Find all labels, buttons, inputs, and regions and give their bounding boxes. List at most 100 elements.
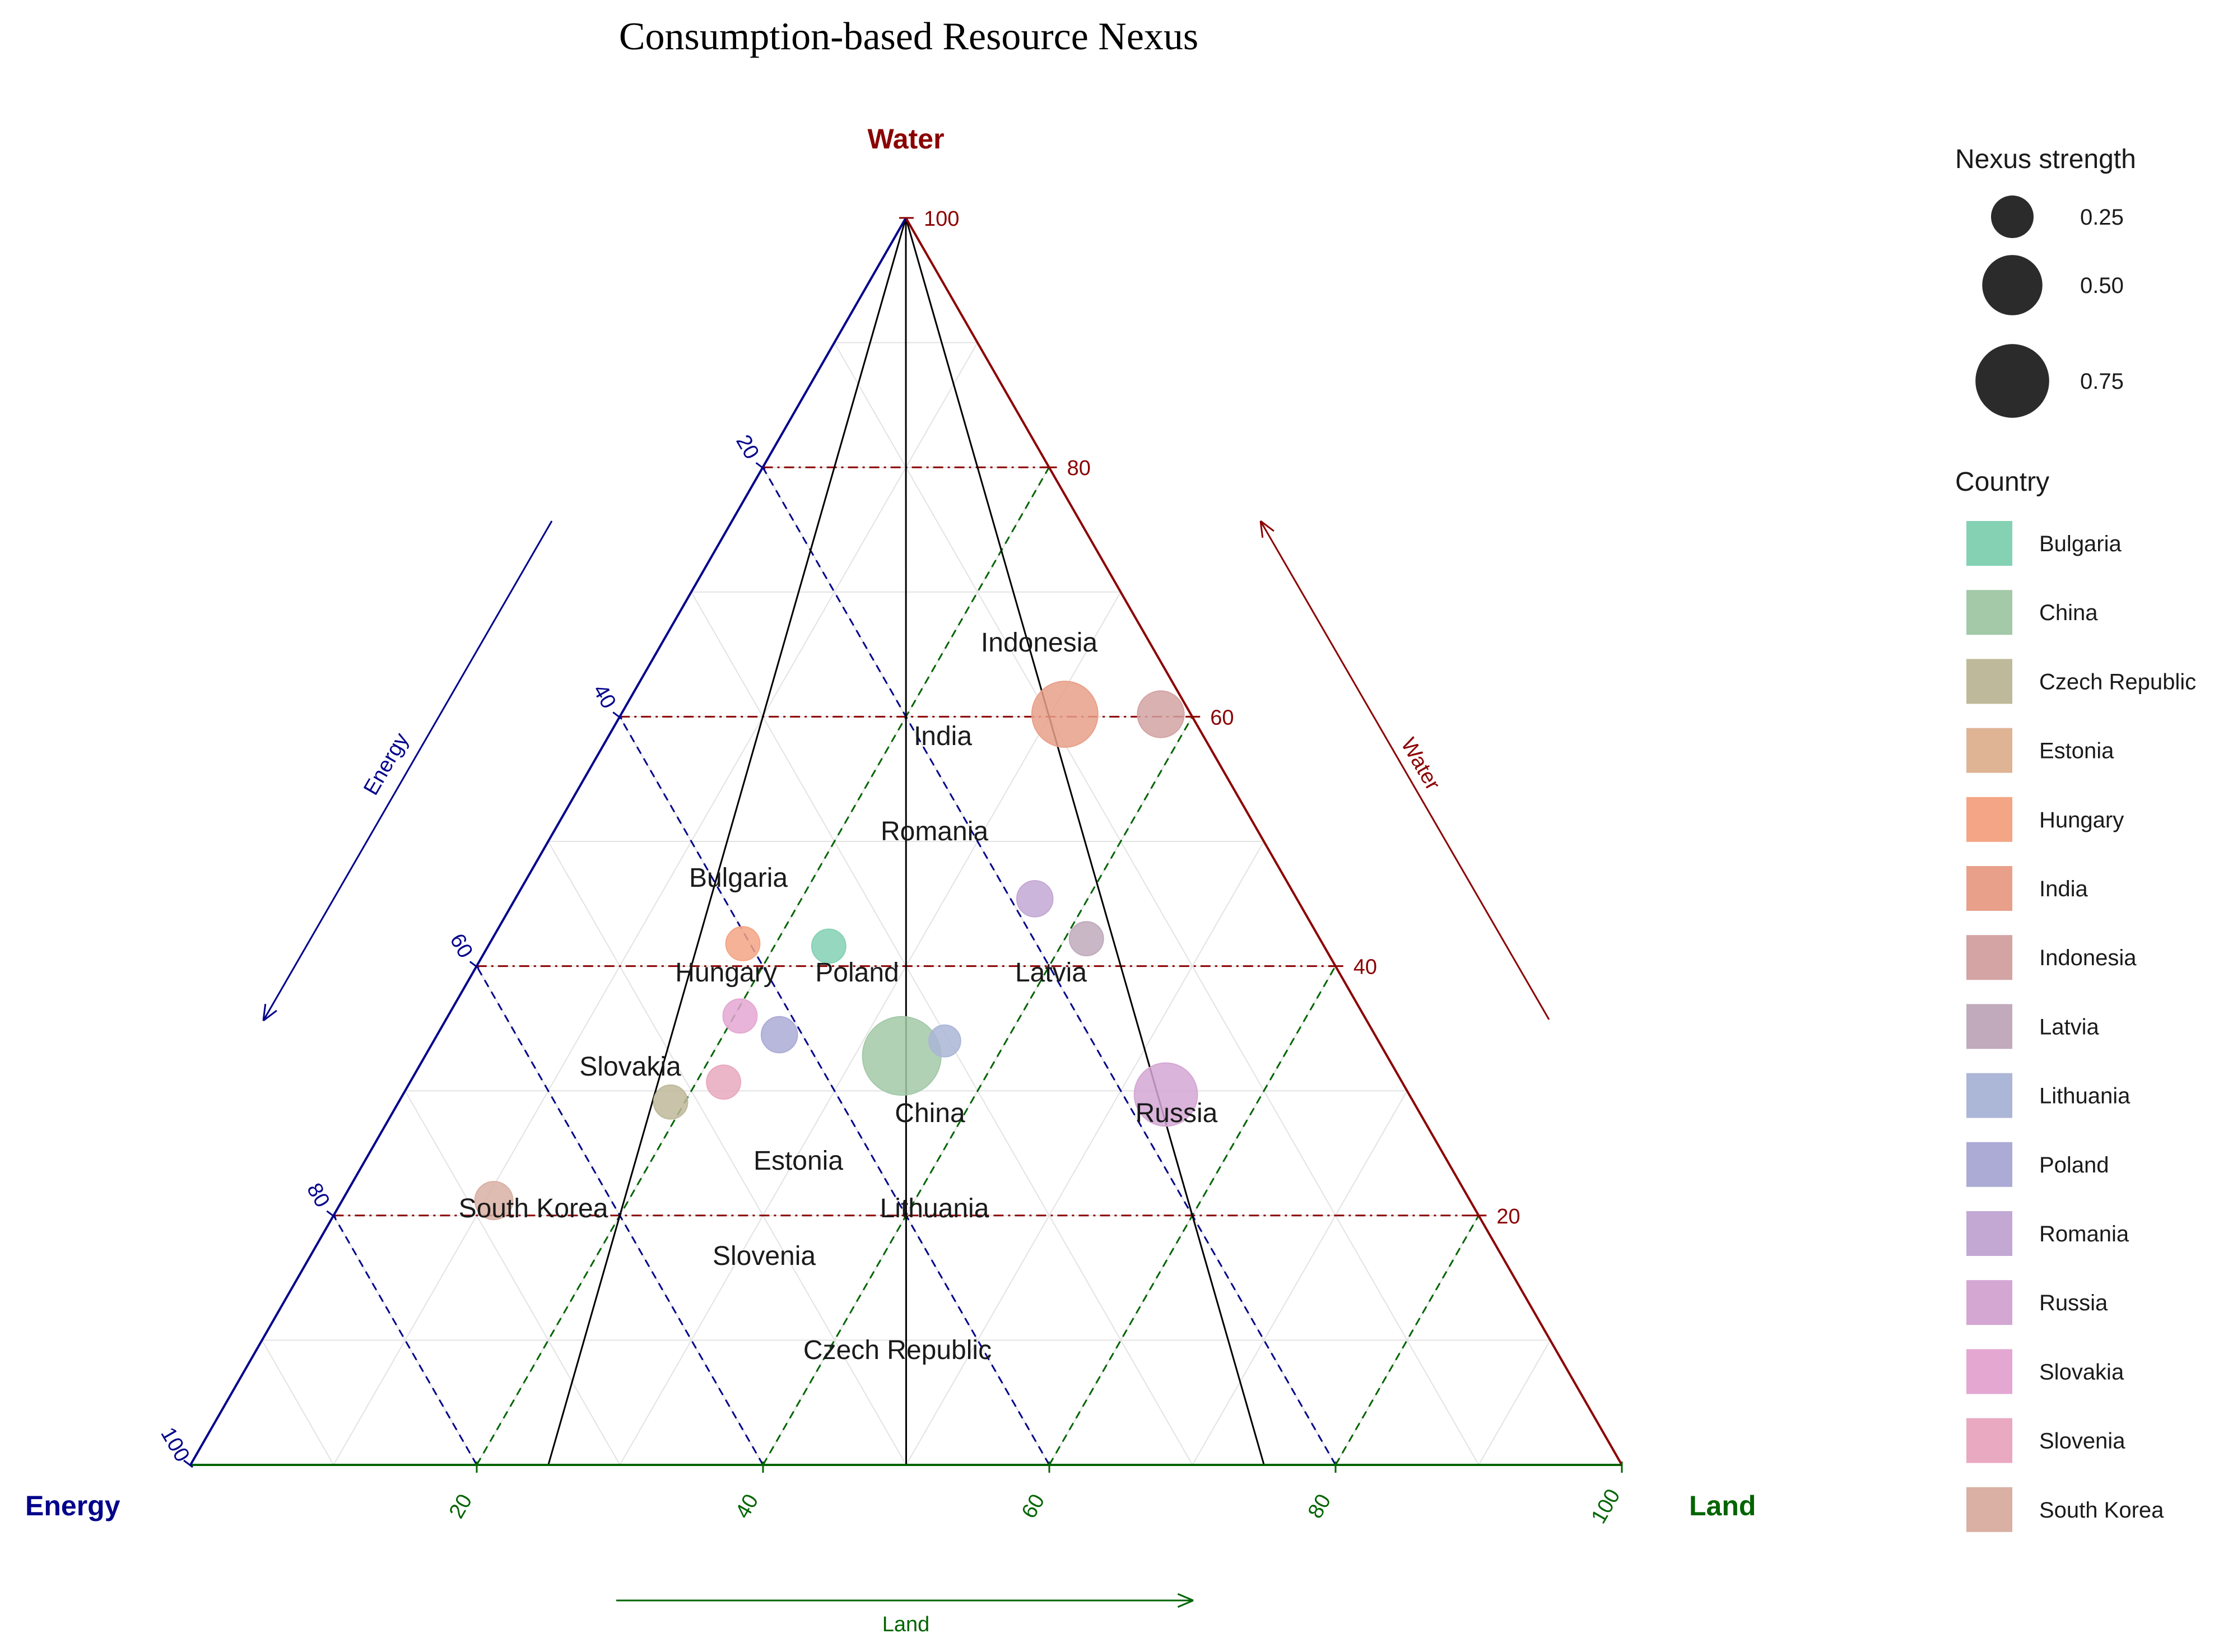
country-label-hungary: Hungary: [675, 958, 776, 988]
legend-swatch-china: [1966, 590, 2012, 635]
water-axis-edge: [905, 217, 1623, 1465]
grid-layer: [261, 217, 1551, 1465]
legend-swatch-slovenia: [1966, 1418, 2012, 1463]
energy-ref-line: [762, 467, 1337, 1465]
legend: Nexus strength0.250.500.75CountryBulgari…: [1955, 145, 2196, 1532]
water-direction-arrow: [1259, 520, 1550, 1020]
legend-label-india: India: [2039, 877, 2088, 901]
legend-swatch-south-korea: [1966, 1487, 2012, 1532]
legend-swatch-india: [1966, 866, 2012, 911]
chart-title: Consumption-based Resource Nexus: [619, 15, 1198, 58]
energy-tick: [183, 1459, 193, 1468]
country-label-estonia: Estonia: [753, 1146, 843, 1176]
apex-ray-line: [905, 217, 1265, 1465]
land-ref-line: [476, 467, 1050, 1465]
data-point-south-korea: [474, 1181, 514, 1221]
energy-direction-arrow: [262, 520, 553, 1022]
data-point-czech-republic: [653, 1084, 689, 1120]
data-point-slovenia: [706, 1064, 741, 1100]
country-label-poland: Poland: [815, 958, 899, 988]
water-tick-label: 100: [924, 207, 959, 231]
data-point-romania: [1016, 880, 1054, 918]
legend-color-title: Country: [1955, 467, 2049, 497]
energy-direction-arrow-head: [263, 1009, 277, 1022]
land-corner-label: Land: [1689, 1490, 1756, 1521]
land-ref-line: [762, 716, 1193, 1465]
legend-size-marker: [1975, 344, 2049, 418]
water-direction-arrow-head: [1259, 520, 1264, 538]
legend-size-marker: [1991, 196, 2034, 238]
country-label-south-korea: South Korea: [459, 1194, 608, 1223]
land-ref-line: [1334, 1215, 1480, 1465]
legend-label-china: China: [2039, 601, 2098, 625]
energy-tick: [469, 961, 480, 969]
grid-line: [333, 342, 978, 1465]
legend-size-marker: [1982, 255, 2043, 315]
legend-label-czech-republic: Czech Republic: [2039, 669, 2196, 694]
legend-label-poland: Poland: [2039, 1153, 2109, 1178]
legend-swatch-lithuania: [1966, 1073, 2012, 1118]
country-label-romania: Romania: [881, 817, 988, 846]
country-label-latvia: Latvia: [1015, 958, 1087, 988]
energy-tick: [755, 462, 766, 471]
legend-swatch-romania: [1966, 1211, 2012, 1256]
legend-size-label: 0.50: [2080, 273, 2124, 298]
energy-corner-label: Energy: [25, 1490, 120, 1521]
water-tick-label: 60: [1210, 706, 1234, 729]
energy-ref-line: [333, 1215, 478, 1465]
legend-swatch-hungary: [1966, 797, 2012, 842]
water-tick-label: 40: [1353, 956, 1377, 979]
legend-label-south-korea: South Korea: [2039, 1498, 2164, 1523]
energy-direction-arrow-head: [262, 1004, 267, 1021]
grid-line: [834, 342, 1480, 1465]
country-label-china: China: [895, 1099, 965, 1128]
country-label-bulgaria: Bulgaria: [689, 863, 788, 893]
legend-swatch-czech-republic: [1966, 659, 2012, 704]
grid-line: [1192, 1090, 1408, 1465]
legend-swatch-estonia: [1966, 728, 2012, 773]
legend-label-romania: Romania: [2039, 1222, 2129, 1246]
apex-ray-line: [547, 217, 907, 1465]
data-point-lithuania: [928, 1024, 961, 1058]
country-label-russia: Russia: [1136, 1099, 1218, 1128]
legend-swatch-indonesia: [1966, 935, 2012, 980]
land-direction-arrow: [616, 1593, 1194, 1608]
legend-label-russia: Russia: [2039, 1291, 2108, 1315]
country-label-lithuania: Lithuania: [880, 1194, 989, 1223]
country-label-india: India: [914, 722, 972, 751]
points-layer: [474, 681, 1198, 1221]
data-point-bulgaria: [811, 928, 846, 964]
data-point-hungary: [725, 926, 761, 961]
grid-line: [261, 1339, 334, 1465]
water-direction-arrow-shaft: [1259, 520, 1550, 1020]
water-tick-label: 20: [1496, 1205, 1520, 1228]
legend-label-indonesia: Indonesia: [2039, 946, 2137, 970]
data-point-russia: [1133, 1062, 1198, 1127]
country-label-slovenia: Slovenia: [713, 1241, 816, 1271]
grid-line: [1478, 1339, 1551, 1465]
energy-tick: [612, 711, 623, 720]
legend-swatch-bulgaria: [1966, 521, 2012, 566]
energy-direction-arrow-shaft: [262, 520, 553, 1021]
country-label-slovakia: Slovakia: [579, 1052, 681, 1082]
legend-size-label: 0.25: [2080, 205, 2124, 230]
data-point-poland: [760, 1016, 798, 1054]
grid-line: [619, 592, 1122, 1465]
water-tick-label: 80: [1067, 457, 1091, 480]
legend-label-hungary: Hungary: [2039, 808, 2124, 832]
country-label-indonesia: Indonesia: [981, 628, 1097, 658]
legend-swatch-poland: [1966, 1142, 2012, 1187]
data-point-slovakia: [722, 998, 758, 1034]
land-direction-arrow-head: [1177, 1599, 1194, 1608]
grid-line: [547, 841, 907, 1465]
legend-label-slovenia: Slovenia: [2039, 1429, 2125, 1454]
legend-label-bulgaria: Bulgaria: [2039, 532, 2122, 556]
legend-swatch-latvia: [1966, 1004, 2012, 1049]
data-point-india: [1031, 681, 1099, 748]
legend-swatch-russia: [1966, 1280, 2012, 1325]
legend-label-estonia: Estonia: [2039, 739, 2114, 764]
energy-ref-line: [618, 716, 1050, 1465]
